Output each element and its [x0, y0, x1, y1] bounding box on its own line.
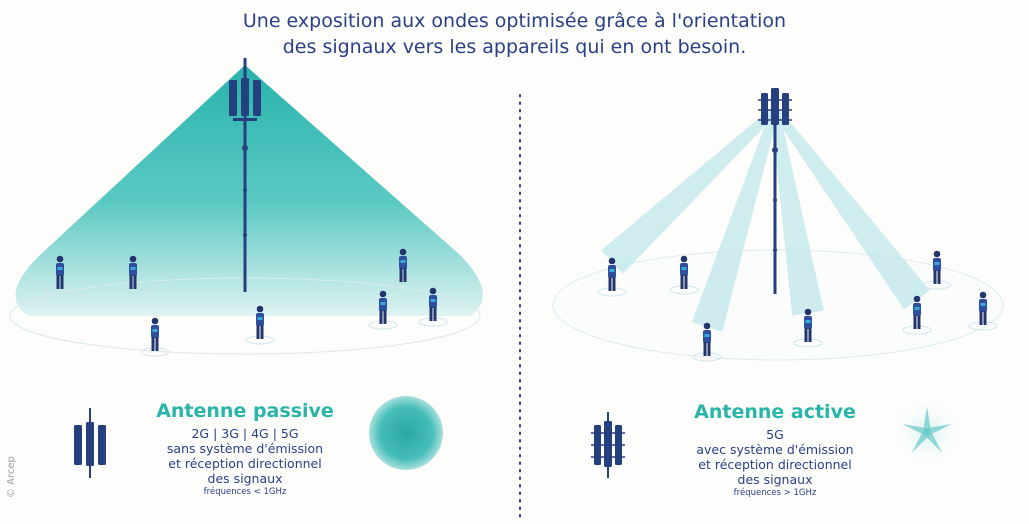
active-antenna-mast — [758, 88, 792, 294]
passive-people-group — [45, 248, 448, 357]
passive-line-4: des signaux — [207, 471, 283, 486]
person-figure — [45, 255, 75, 295]
directional-beam — [601, 107, 778, 274]
person-figure — [692, 322, 722, 362]
passive-antenna-mast — [229, 58, 261, 292]
person-figure — [597, 257, 627, 297]
directional-beam — [771, 109, 824, 316]
person-figure — [968, 291, 998, 331]
active-antenna-description: Antenne active 5G avec système d'émissio… — [645, 401, 905, 499]
title-line-2: des signaux vers les appareils qui en on… — [282, 36, 747, 58]
person-figure — [922, 250, 952, 290]
active-frequency: fréquences > 1GHz — [733, 488, 817, 498]
person-figure — [140, 317, 170, 357]
passive-antenna-icon — [74, 408, 106, 478]
copyright-label: © Arcep — [6, 456, 17, 498]
passive-frequency: fréquences < 1GHz — [203, 487, 287, 497]
person-figure — [388, 248, 418, 288]
person-figure — [118, 255, 148, 295]
star-ray — [923, 406, 931, 432]
person-figure — [245, 305, 275, 345]
active-line-1: 5G — [766, 427, 784, 442]
active-line-2: avec système d'émission — [696, 442, 854, 457]
directional-beam — [691, 108, 779, 332]
active-directional-beams — [601, 107, 930, 332]
person-figure — [368, 290, 398, 330]
passive-line-1: 2G | 3G | 4G | 5G — [191, 426, 299, 441]
active-antenna-icon — [591, 412, 625, 478]
active-heading: Antenne active — [694, 401, 856, 423]
star-ray — [925, 423, 952, 436]
title-line-1: Une exposition aux ondes optimisée grâce… — [242, 10, 787, 32]
active-signal-star-icon — [890, 395, 964, 469]
star-ray — [902, 423, 929, 436]
active-people-group — [597, 250, 998, 362]
passive-line-3: et réception directionnel — [168, 456, 322, 471]
person-figure — [902, 295, 932, 335]
passive-line-2: sans système d'émission — [166, 441, 324, 456]
diagram-title: Une exposition aux ondes optimisée grâce… — [0, 8, 1029, 60]
active-line-3: et réception directionnel — [698, 457, 852, 472]
passive-heading: Antenne passive — [156, 400, 334, 422]
passive-antenna-description: Antenne passive 2G | 3G | 4G | 5G sans s… — [115, 400, 375, 498]
passive-coverage-cone — [15, 65, 483, 316]
person-figure — [669, 255, 699, 295]
person-figure — [793, 308, 823, 348]
passive-signal-ball-icon — [369, 396, 443, 470]
active-line-4: des signaux — [737, 472, 813, 487]
person-figure — [418, 287, 448, 327]
directional-beam — [771, 107, 930, 310]
